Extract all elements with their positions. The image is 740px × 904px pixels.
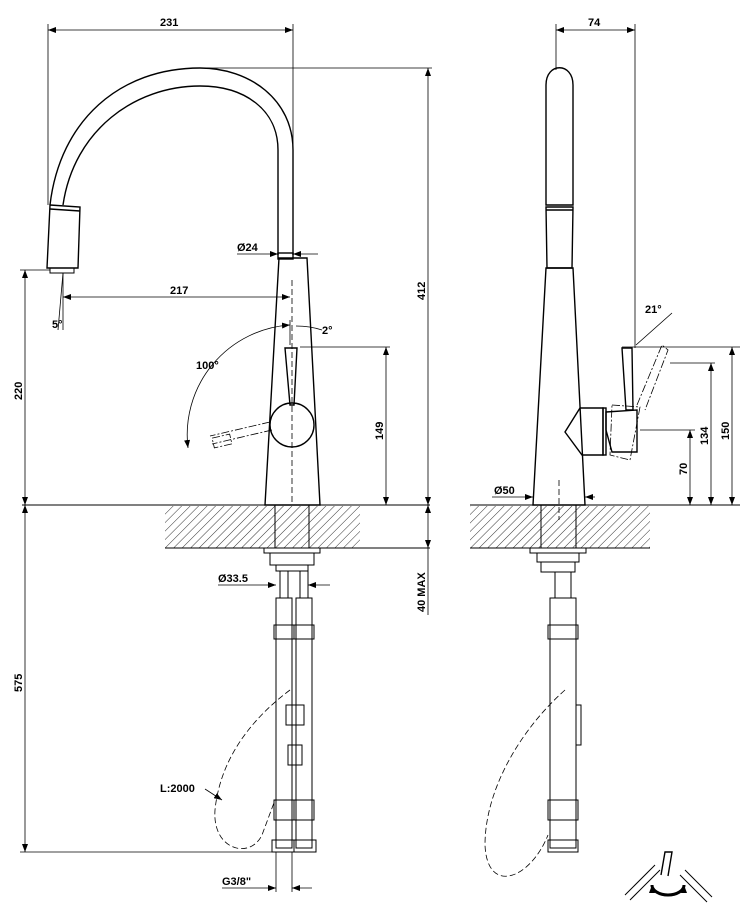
dim-depth: 74 (588, 17, 601, 29)
dim-handle-top: 150 (720, 422, 732, 440)
dim-handle-axis: 70 (678, 463, 690, 475)
counter-hatch-side (470, 506, 650, 548)
lever-side (621, 347, 634, 411)
handle-block (564, 407, 604, 456)
dim-spout-reach: 217 (170, 285, 188, 297)
fixing-nut (269, 552, 315, 566)
label-hose-length: L:2000 (160, 783, 195, 795)
spout-inner (62, 85, 279, 255)
hose-left (275, 597, 293, 849)
dim-deck-thickness: 40 MAX (416, 572, 428, 612)
spray-head (46, 204, 81, 269)
angle-lever: 21° (645, 304, 662, 316)
angle-handle-tilt: 2° (322, 325, 333, 337)
pullout-hose (214, 689, 291, 850)
front-view: 5° 100° 2° 231 217 Ø24 412 40 MAX 220 (13, 17, 432, 892)
dim-width: 231 (160, 17, 178, 29)
lever (284, 347, 298, 406)
dim-base-diameter: Ø50 (494, 485, 515, 497)
side-view: 21° 74 Ø50 70 134 150 (470, 17, 740, 877)
spout-side (545, 67, 574, 206)
mixer-body (264, 257, 321, 506)
hose-connector (285, 704, 305, 726)
dim-spout-diameter: Ø24 (237, 242, 259, 254)
hose-side (549, 597, 577, 849)
mixer-body-side (532, 267, 586, 506)
dim-total-height: 412 (416, 282, 428, 300)
counter-hatch (165, 506, 360, 548)
hose-right (295, 597, 313, 849)
angle-handle-rotation: 100° (196, 360, 219, 372)
angle-spray: 5° (52, 319, 63, 331)
rotate-lever-icon (624, 851, 713, 903)
dim-spout-height: 220 (13, 382, 25, 400)
label-thread: G3/8" (222, 876, 251, 888)
dim-handle-open: 134 (699, 426, 711, 445)
dim-handle-height: 149 (374, 422, 386, 440)
washer (263, 547, 321, 554)
spray-head-side (545, 206, 574, 269)
dim-hose-length: 575 (13, 674, 25, 692)
dim-shank-diameter: Ø33.5 (218, 573, 248, 585)
spout-outer (49, 67, 294, 255)
